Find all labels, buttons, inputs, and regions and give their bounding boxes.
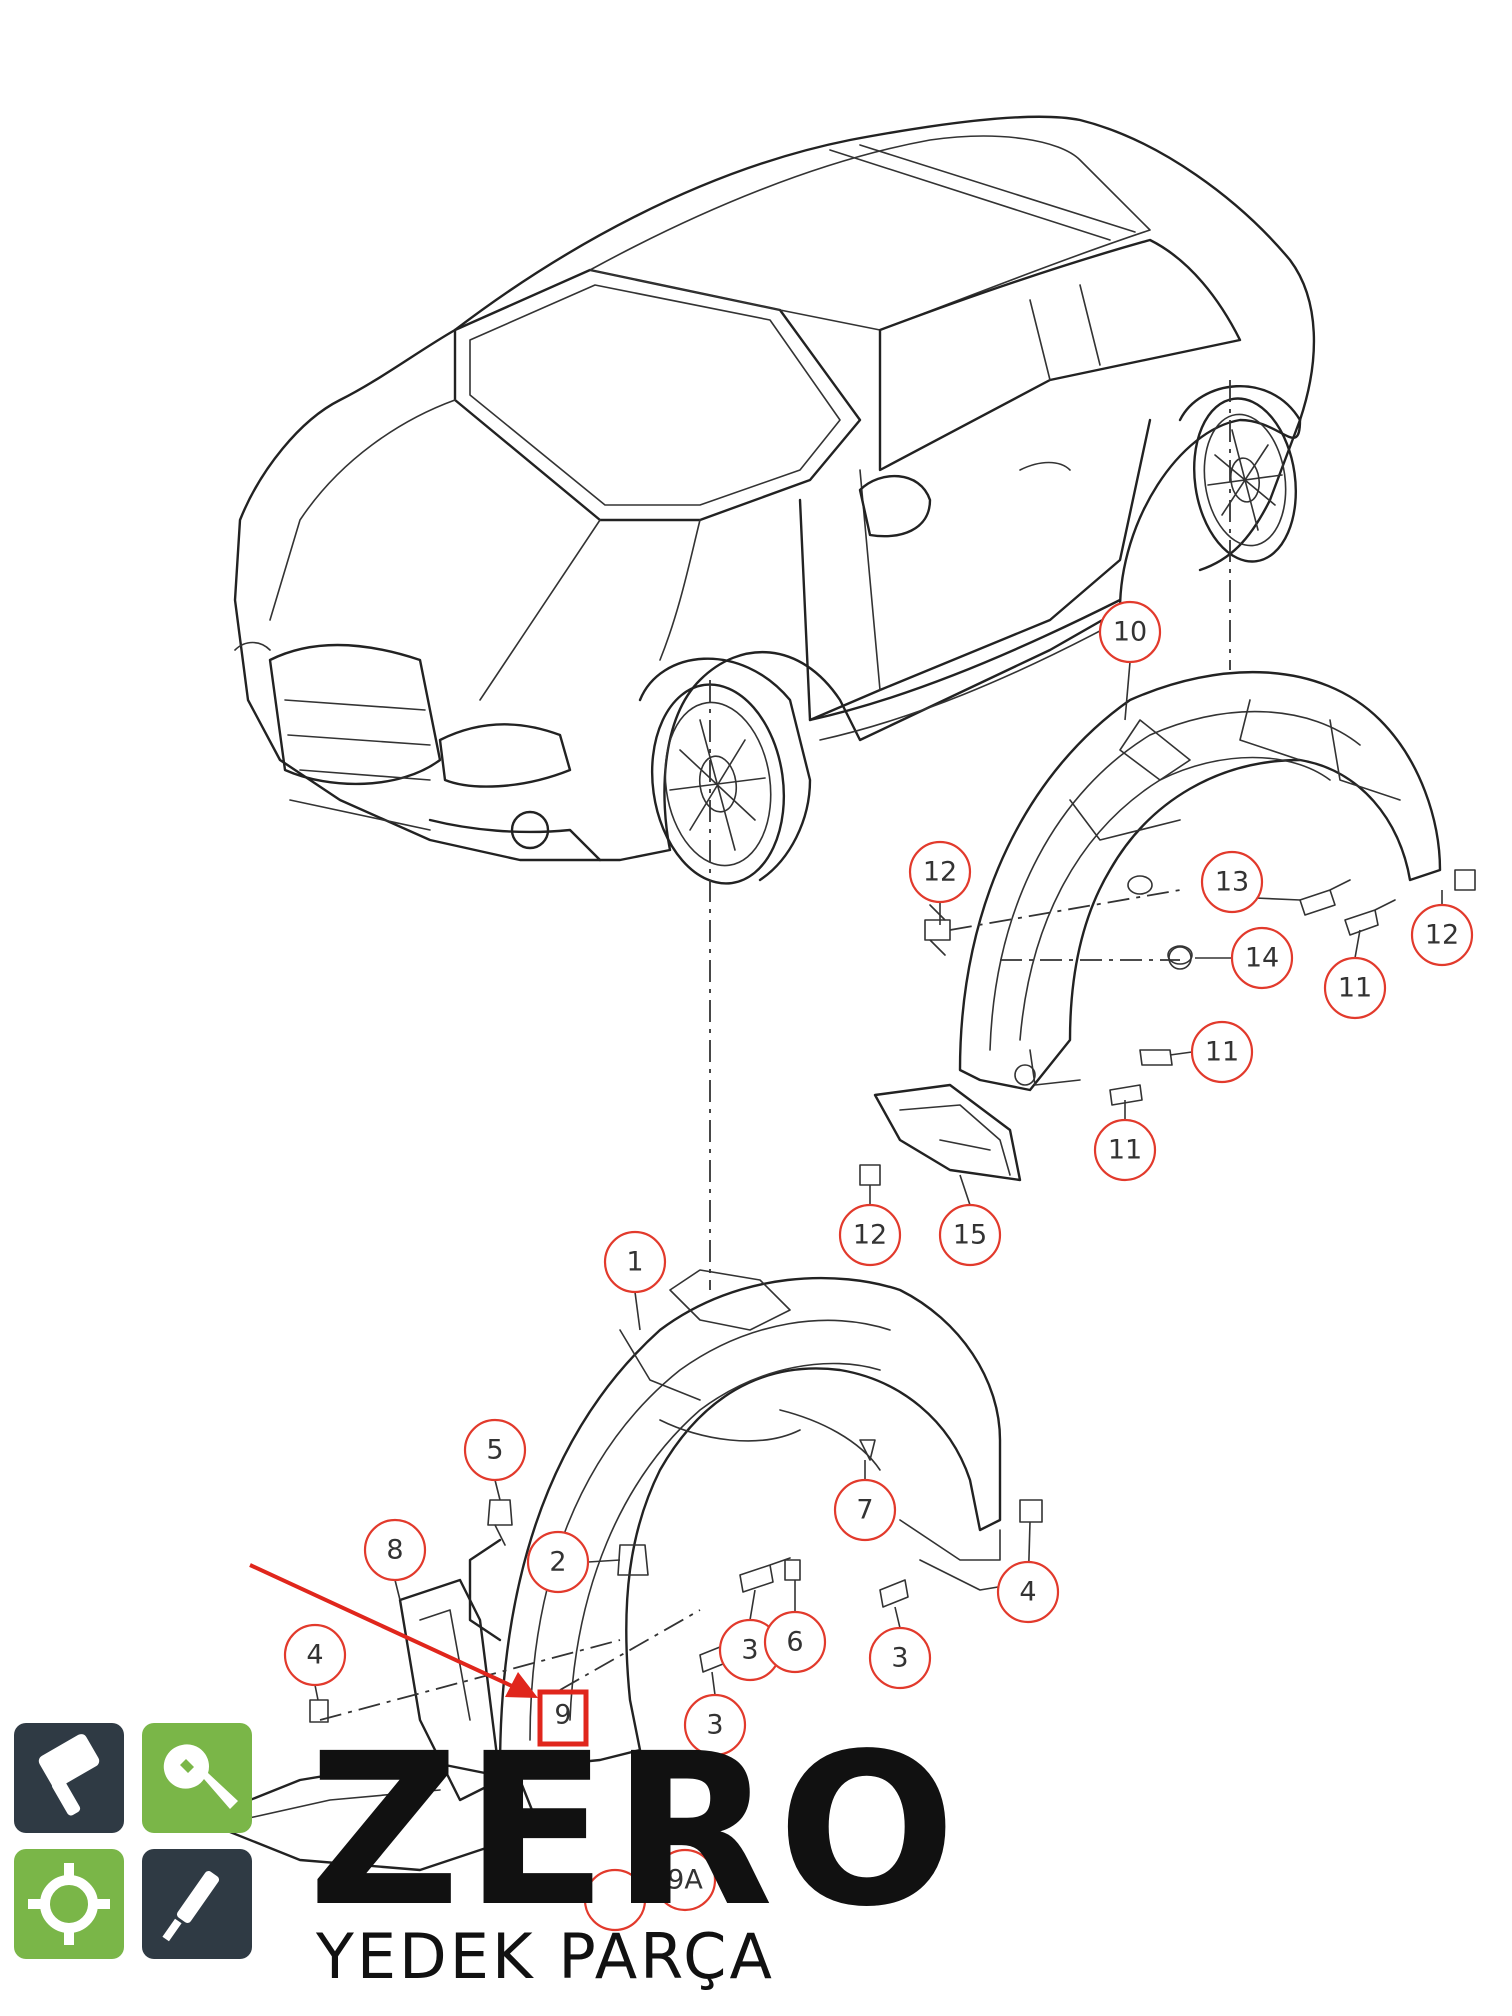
wrench-icon [142, 1723, 252, 1833]
callout-blank [583, 1868, 647, 1932]
callout-14: 14 [1230, 926, 1294, 990]
callout-12-bottom: 12 [838, 1203, 902, 1267]
svg-text:12: 12 [1425, 920, 1459, 951]
callout-4-left: 4 [283, 1623, 347, 1687]
arrow-head-icon [505, 1672, 538, 1698]
callout-12-left: 12 [908, 840, 972, 904]
svg-text:4: 4 [1019, 1577, 1036, 1608]
svg-text:3: 3 [741, 1635, 758, 1666]
callout-9a: 9A [653, 1848, 717, 1912]
svg-text:6: 6 [786, 1627, 803, 1658]
gear-icon [14, 1849, 124, 1959]
tile-wrench [142, 1723, 252, 1833]
svg-text:4: 4 [306, 1640, 323, 1671]
front-lower-splash-shield [198, 1578, 701, 1872]
svg-text:7: 7 [856, 1495, 873, 1526]
svg-text:8: 8 [386, 1535, 403, 1566]
brand-name: ZERO [308, 1708, 960, 1953]
front-wheel-liner [468, 1269, 1043, 1772]
front-wheel [638, 657, 812, 885]
svg-text:11: 11 [1338, 973, 1372, 1004]
car-illustration [233, 115, 1316, 885]
svg-text:11: 11 [1205, 1037, 1239, 1068]
front-fasteners [309, 1439, 909, 1723]
spark-plug-icon [142, 1849, 252, 1959]
svg-text:13: 13 [1215, 867, 1249, 898]
svg-text:12: 12 [853, 1220, 887, 1251]
callout-8: 8 [363, 1518, 427, 1582]
callout-7: 7 [833, 1478, 897, 1542]
svg-text:3: 3 [706, 1710, 723, 1741]
callout-11-top: 11 [1323, 956, 1387, 1020]
callout-6: 6 [763, 1610, 827, 1674]
highlight-label: 9 [554, 1700, 571, 1731]
callout-5: 5 [463, 1418, 527, 1482]
tile-spark-plug [142, 1849, 252, 1959]
svg-text:9A: 9A [667, 1865, 703, 1896]
callout-2: 2 [526, 1530, 590, 1594]
svg-text:2: 2 [549, 1547, 566, 1578]
callout-10: 10 [1098, 600, 1162, 664]
svg-text:10: 10 [1113, 617, 1147, 648]
brand-tagline: YEDEK PARÇA [316, 1920, 775, 1993]
piston-icon [14, 1723, 124, 1833]
callout-1: 1 [603, 1230, 667, 1294]
svg-text:5: 5 [486, 1435, 503, 1466]
callout-3-bottom: 3 [683, 1693, 747, 1757]
callout-11-middle: 11 [1190, 1020, 1254, 1084]
highlight-arrow [249, 1563, 526, 1694]
svg-text:15: 15 [953, 1220, 987, 1251]
highlight-box [537, 1689, 589, 1747]
highlight-part-9: 9 [249, 1563, 589, 1747]
svg-text:3: 3 [891, 1643, 908, 1674]
tile-gear [14, 1849, 124, 1959]
svg-text:12: 12 [923, 857, 957, 888]
callout-4-right: 4 [996, 1560, 1060, 1624]
callouts: 10 12 13 14 12 11 11 11 12 15 1 5 2 7 4 … [283, 600, 1474, 1932]
callout-13: 13 [1200, 850, 1264, 914]
callout-12-right: 12 [1410, 903, 1474, 967]
callout-11-bottom: 11 [1093, 1118, 1157, 1182]
callout-15: 15 [938, 1203, 1002, 1267]
svg-text:1: 1 [626, 1247, 643, 1278]
rear-wheel [1178, 385, 1302, 563]
svg-text:14: 14 [1245, 943, 1279, 974]
rear-fasteners [859, 869, 1476, 1186]
svg-text:11: 11 [1108, 1135, 1142, 1166]
callout-3-right: 3 [868, 1626, 932, 1690]
rear-wheel-liner [873, 670, 1442, 1182]
tile-piston [14, 1723, 124, 1833]
